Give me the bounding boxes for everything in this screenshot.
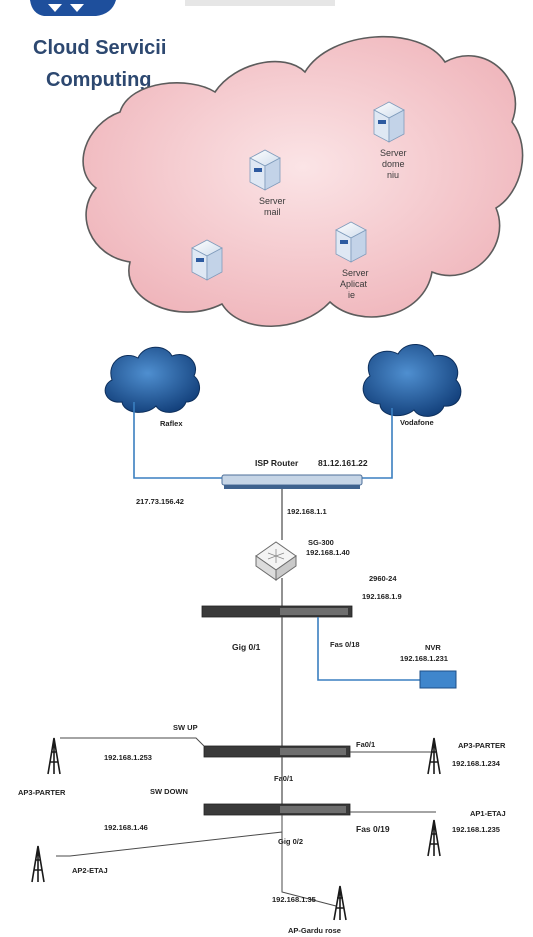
server-domain-icon (373, 101, 405, 143)
server-app-label-3: ie (348, 290, 355, 300)
ap-left-up-name: AP3-PARTER (18, 788, 66, 797)
server-mail-icon (249, 149, 281, 191)
switch-up-ip: 192.168.1.253 (104, 753, 152, 762)
switch-down-ports (280, 806, 346, 813)
diagram-title-line2: Computing (46, 69, 152, 91)
server-app-label-1: Server (342, 268, 369, 278)
ap-antenna-icon (47, 737, 61, 775)
ap2-etaj-name: AP2-ETAJ (72, 866, 108, 875)
header-strip (185, 0, 335, 6)
ap1-etaj-ip: 192.168.1.235 (452, 825, 500, 834)
port-core-nvr: Fas 0/18 (330, 640, 360, 649)
router-label: ISP Router (255, 458, 299, 468)
isp-right-label: Vodafone (400, 418, 434, 427)
switch-down-device (203, 803, 351, 816)
port-up-left: Fa0/1 (274, 774, 293, 783)
core-switch-model: 2960-24 (369, 574, 397, 583)
nvr-device (419, 670, 457, 689)
port-core-down: Gig 0/1 (232, 642, 261, 652)
isp-cloud-right-icon (362, 344, 462, 417)
firewall-ip: 192.168.1.40 (306, 548, 350, 557)
switch-down-ip: 192.168.1.46 (104, 823, 148, 832)
isp-cloud-left-icon (104, 346, 201, 413)
link-core-nvr (317, 617, 420, 681)
switch-up-ports (280, 748, 346, 755)
ap-antenna-icon (333, 885, 347, 921)
ap-right-up-name: AP3-PARTER (458, 741, 506, 750)
port-down-right: Fas 0/19 (356, 824, 390, 834)
server-application-icon (335, 221, 367, 263)
ap-right-up-ip: 192.168.1.234 (452, 759, 501, 768)
firewall-model: SG-300 (308, 538, 334, 547)
core-switch-ports (280, 608, 348, 615)
ap-gardu-ip: 192.168.1.35 (272, 895, 316, 904)
nvr-ip: 192.168.1.231 (400, 654, 448, 663)
server-domain-label-2: dome (382, 159, 405, 169)
link-isp-left-router (133, 402, 223, 479)
firewall-sg300-icon (255, 541, 297, 581)
link-swdown-gardu (281, 832, 337, 907)
switch-down-label: SW DOWN (150, 787, 188, 796)
server-icon (191, 239, 223, 281)
server-domain-label-3: niu (387, 170, 399, 180)
server-domain-label-1: Server (380, 148, 407, 158)
isp-left-label: Raflex (160, 419, 183, 428)
ap-antenna-icon (427, 819, 441, 857)
ap-antenna-icon (427, 737, 441, 775)
ap-gardu-name: AP-Gardu rose (288, 926, 341, 935)
port-down-bottom: Gig 0/2 (278, 837, 303, 846)
diagram-title-line1: Cloud Servicii (33, 37, 166, 59)
server-mail-label-2: mail (264, 207, 281, 217)
port-up-right: Fa0/1 (356, 740, 375, 749)
server-app-label-2: Aplicat (340, 279, 368, 289)
link-isp-right-router (362, 408, 393, 479)
nvr-label: NVR (425, 643, 441, 652)
switch-up-label: SW UP (173, 723, 198, 732)
server-mail-label-1: Server (259, 196, 286, 206)
logo-icon (30, 0, 116, 16)
link-swdown-ap2 (56, 815, 283, 857)
ap1-etaj-name: AP1-ETAJ (470, 809, 506, 818)
isp-router-device (221, 474, 363, 486)
router-wan-left-ip: 217.73.156.42 (136, 497, 184, 506)
link-swup-ap-left (60, 737, 205, 747)
router-lan-ip: 192.168.1.1 (287, 507, 327, 516)
router-wan-right-ip: 81.12.161.22 (318, 458, 368, 468)
isp-router-front (224, 485, 360, 489)
ap-antenna-icon (31, 845, 45, 883)
core-switch-device (201, 605, 353, 618)
core-switch-ip: 192.168.1.9 (362, 592, 402, 601)
